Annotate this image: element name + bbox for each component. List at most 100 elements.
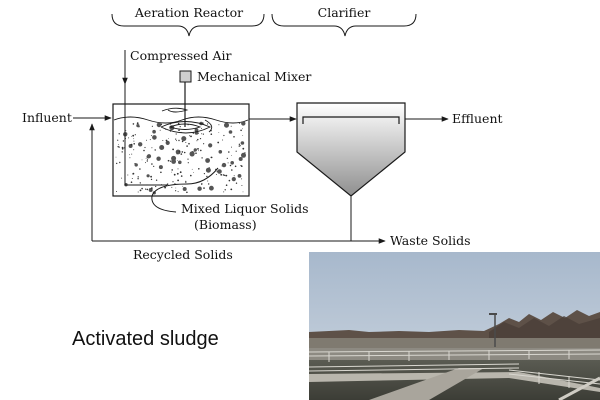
solids-particle: [237, 174, 242, 178]
solids-particle: [118, 144, 119, 146]
solids-particle: [180, 175, 183, 177]
solids-particle: [172, 148, 175, 151]
clarifier-label: Clarifier: [318, 5, 371, 20]
solids-particle: [242, 128, 243, 130]
solids-particle: [173, 173, 176, 176]
mechanical-mixer-label: Mechanical Mixer: [197, 69, 311, 84]
solids-particle: [186, 145, 188, 147]
solids-particle: [171, 159, 177, 164]
solids-particle: [210, 133, 213, 135]
solids-particle: [148, 188, 153, 192]
solids-particle: [141, 187, 143, 190]
solids-particle: [228, 130, 233, 134]
solids-particle: [218, 150, 223, 154]
solids-particle: [149, 139, 151, 141]
solids-particle: [158, 165, 163, 170]
solids-particle: [175, 190, 177, 192]
solids-particle: [228, 151, 230, 153]
solids-particle: [159, 129, 161, 131]
solids-particle: [177, 179, 180, 182]
solids-particle: [240, 129, 242, 132]
solids-particle: [241, 152, 246, 158]
solids-particle: [208, 183, 210, 185]
compressed-air-label: Compressed Air: [130, 48, 232, 63]
solids-particle: [194, 128, 199, 132]
solids-particle: [191, 168, 193, 170]
solids-particle: [152, 135, 157, 140]
solids-particle: [116, 162, 118, 165]
solids-particle: [241, 178, 243, 180]
solids-particle: [185, 142, 187, 143]
solids-particle: [171, 169, 173, 171]
solids-particle: [238, 143, 241, 145]
solids-particle: [233, 136, 235, 138]
reactor-solids-speckle: [115, 121, 246, 195]
solids-particle: [190, 174, 192, 177]
solids-particle: [136, 122, 139, 125]
solids-particle: [178, 160, 182, 165]
solids-particle: [168, 138, 170, 140]
solids-particle: [122, 140, 125, 142]
solids-particle: [176, 172, 179, 175]
solids-particle: [201, 133, 203, 135]
solids-particle: [193, 172, 194, 174]
solids-particle: [202, 133, 204, 135]
solids-particle: [223, 191, 225, 193]
solids-particle: [131, 153, 133, 155]
solids-particle: [233, 175, 235, 177]
solids-particle: [205, 167, 211, 173]
mechanical-mixer-motor: [179, 70, 192, 83]
aeration-reactor-brace: [111, 13, 265, 37]
solids-particle: [220, 173, 223, 176]
solids-particle: [189, 151, 195, 157]
solids-particle: [218, 132, 220, 134]
solids-particle: [146, 139, 147, 141]
solids-particle: [223, 174, 226, 176]
solids-particle: [222, 174, 225, 176]
solids-particle: [242, 147, 245, 150]
solids-particle: [188, 142, 190, 145]
solids-particle: [197, 148, 199, 150]
solids-particle: [133, 143, 135, 145]
solids-particle: [150, 175, 153, 178]
solids-particle: [231, 177, 236, 182]
solids-particle: [134, 134, 136, 136]
treatment-plant-photo: [309, 252, 600, 400]
solids-particle: [207, 123, 209, 125]
influent-label: Influent: [22, 110, 72, 125]
solids-particle: [203, 173, 205, 175]
solids-particle: [231, 169, 233, 171]
solids-particle: [144, 146, 146, 149]
solids-particle: [127, 174, 129, 176]
solids-particle: [150, 187, 153, 190]
solids-particle: [160, 171, 162, 174]
solids-particle: [117, 146, 120, 148]
mixer-swirl: [160, 107, 213, 134]
solids-particle: [130, 143, 133, 146]
solids-particle: [225, 174, 228, 177]
solids-particle: [130, 181, 133, 183]
solids-particle: [178, 129, 180, 132]
solids-particle: [203, 143, 205, 145]
solids-particle: [132, 123, 135, 125]
solids-particle: [224, 122, 229, 128]
solids-particle: [133, 140, 135, 142]
solids-particle: [209, 185, 214, 191]
solids-particle: [221, 162, 227, 168]
air-diffuser-pipe: [124, 84, 167, 186]
solids-particle: [145, 188, 147, 190]
solids-particle: [150, 135, 152, 137]
solids-particle: [197, 186, 202, 191]
biomass-label: (Biomass): [194, 217, 257, 232]
solids-particle: [205, 158, 211, 163]
solids-particle: [139, 168, 141, 170]
solids-particle: [201, 122, 204, 124]
solids-particle: [137, 178, 139, 180]
solids-particle: [146, 155, 150, 159]
mixed-liquor-leader-line: [151, 167, 219, 213]
solids-particle: [198, 150, 199, 152]
solids-particle: [117, 146, 118, 148]
solids-particle: [230, 188, 233, 191]
solids-particle: [137, 191, 139, 193]
